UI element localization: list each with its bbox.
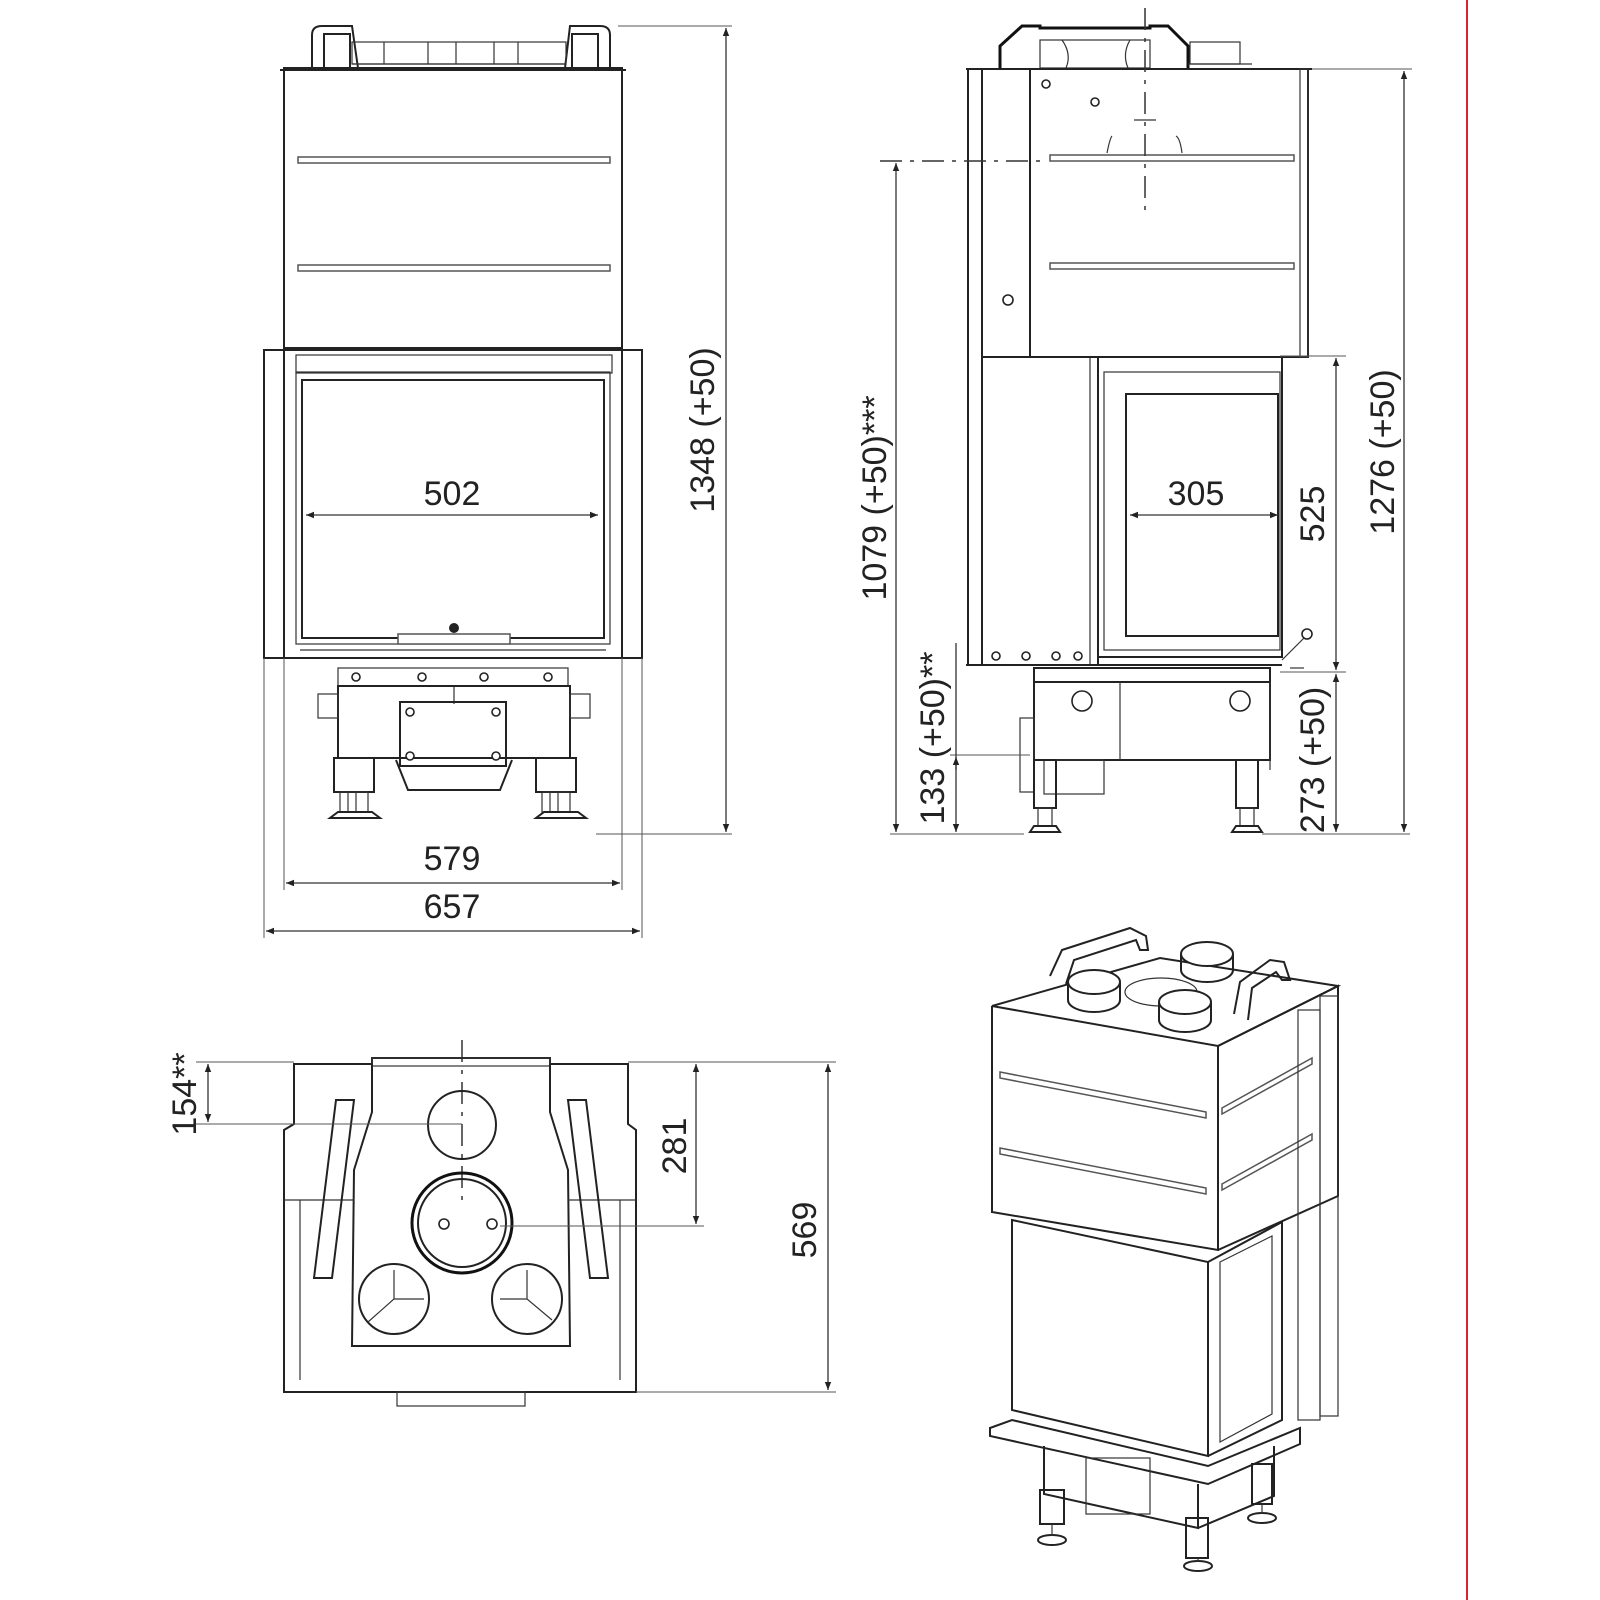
iso-front-glass (1011, 1218, 1209, 1458)
side-rear-panel (967, 68, 983, 666)
dim-top-overall-depth: 569 (786, 1202, 824, 1259)
dim-front-overall-height: 1348 (+50) (684, 347, 722, 512)
side-convection-hood (1029, 68, 1309, 358)
dim-front-body-width: 579 (424, 840, 481, 878)
sheet-border-red-line (1466, 0, 1468, 1600)
front-base (317, 667, 591, 819)
front-dimensions: 502 579 657 1348 (+50) (263, 25, 732, 938)
front-hood-rib-2 (297, 264, 611, 272)
top-view: 154** 281 569 (166, 1040, 836, 1407)
top-air-inlet-left (358, 1263, 430, 1335)
side-dimensions: 305 1079 (+50)*** 133 (+50)** 525 273 (+… (856, 68, 1412, 835)
front-hood-rib-1 (297, 156, 611, 164)
side-view: 305 1079 (+50)*** 133 (+50)** 525 273 (+… (856, 8, 1412, 835)
top-flue-outlet (427, 1090, 497, 1160)
top-main-flue-collar (410, 1171, 514, 1275)
dim-top-outlet-offset: 281 (656, 1118, 694, 1175)
dim-side-air-inlet-height: 133 (+50)** (914, 652, 952, 825)
front-convection-hood (283, 67, 623, 349)
front-firebox (263, 349, 643, 659)
dim-front-glass-width: 502 (424, 475, 481, 513)
side-top-collar (998, 24, 1252, 69)
dim-front-overall-width: 657 (424, 888, 481, 926)
dim-top-flue-offset: 154** (166, 1052, 204, 1135)
top-air-inlet-right (491, 1263, 563, 1335)
dim-side-glass-height: 525 (1294, 486, 1332, 543)
dim-side-base-height: 273 (+50) (1294, 687, 1332, 834)
dim-side-flue-axis-height: 1079 (+50)*** (856, 395, 894, 600)
front-view: 502 579 657 1348 (+50) (263, 25, 732, 938)
side-base (1019, 667, 1271, 833)
dim-side-glass-width: 305 (1168, 475, 1225, 513)
front-top-handles (311, 25, 611, 69)
top-dimensions: 154** 281 569 (166, 1052, 836, 1393)
iso-view (989, 926, 1342, 1572)
dim-side-overall-height: 1276 (+50) (1364, 369, 1402, 534)
